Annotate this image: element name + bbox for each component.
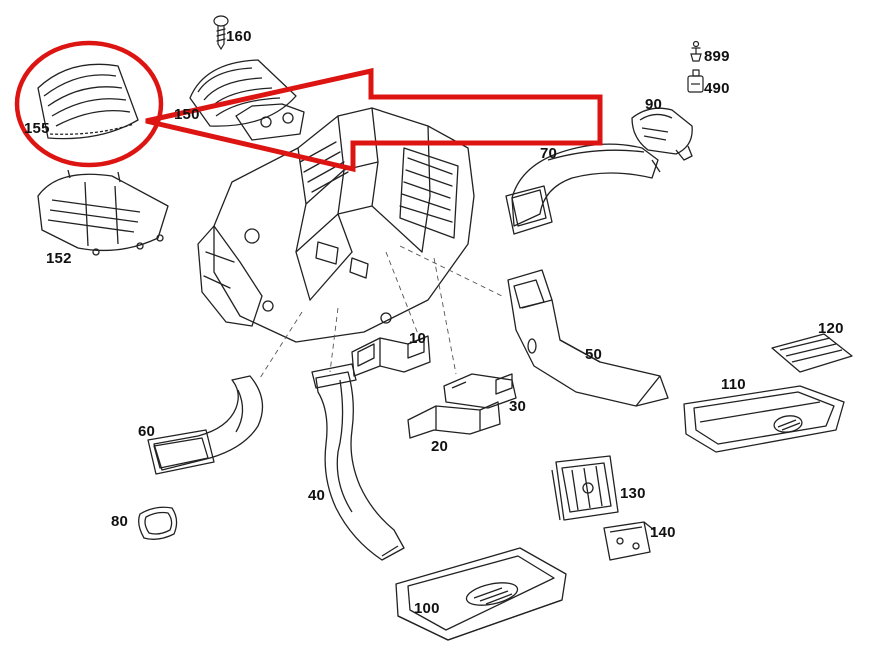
part-120-drawing (771, 333, 853, 373)
part-155-drawing (37, 63, 139, 140)
part-label-490: 490 (704, 80, 730, 97)
highlight-circle (14, 40, 164, 168)
part-490-drawing (687, 69, 704, 93)
part-10-drawing (351, 335, 431, 377)
part-label-140: 140 (650, 524, 676, 541)
part-label-80: 80 (111, 513, 129, 530)
highlight-annotation (14, 40, 603, 173)
hvac-housing-drawing (197, 103, 475, 343)
part-label-60: 60 (138, 423, 156, 440)
part-90-drawing (631, 107, 693, 161)
part-label-40: 40 (308, 487, 326, 504)
part-label-50: 50 (585, 346, 603, 363)
part-label-10: 10 (409, 330, 427, 347)
part-label-20: 20 (431, 438, 449, 455)
part-70-drawing (505, 143, 661, 235)
part-899-drawing (690, 40, 702, 62)
part-label-899: 899 (704, 48, 730, 65)
assembly-leader-lines (259, 245, 503, 379)
part-152-drawing (37, 169, 169, 256)
part-label-70: 70 (540, 145, 558, 162)
part-label-155: 155 (24, 120, 50, 137)
part-label-152: 152 (46, 250, 72, 267)
part-80-drawing (138, 506, 178, 540)
part-60-drawing (147, 375, 264, 475)
part-label-120: 120 (818, 320, 844, 337)
part-label-110: 110 (721, 376, 746, 393)
part-160-drawing (213, 15, 229, 51)
part-label-100: 100 (414, 600, 440, 617)
part-label-30: 30 (509, 398, 527, 415)
highlight-arrow (145, 67, 603, 173)
part-140-drawing (603, 521, 655, 561)
part-20-drawing (407, 401, 501, 439)
part-label-150: 150 (174, 106, 200, 123)
part-100-drawing (395, 547, 567, 641)
part-40-drawing (311, 363, 405, 561)
part-50-drawing (507, 269, 669, 407)
part-label-130: 130 (620, 485, 646, 502)
part-130-drawing (551, 455, 619, 521)
part-label-160: 160 (226, 28, 252, 45)
part-label-90: 90 (645, 96, 663, 113)
part-150-drawing (189, 59, 297, 127)
part-110-drawing (683, 385, 845, 453)
part-30-drawing (443, 373, 517, 409)
